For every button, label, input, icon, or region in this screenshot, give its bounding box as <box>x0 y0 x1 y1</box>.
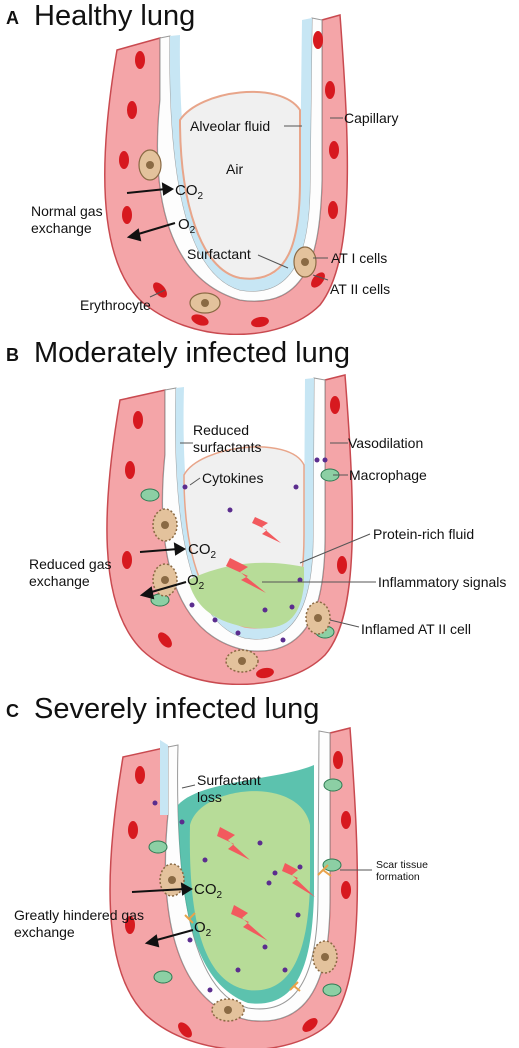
panel-letter: C <box>6 701 19 721</box>
label-air: Air <box>226 161 244 177</box>
gas-arrows <box>139 542 187 600</box>
panel-title: Severely infected lung <box>34 693 320 725</box>
label-erythrocyte: Erythrocyte <box>80 297 151 313</box>
interstitium-layer <box>165 730 331 1022</box>
label-protein-rich-fluid: Protein-rich fluid <box>373 526 475 542</box>
label-capillary: Capillary <box>344 110 399 126</box>
inflammatory-signals <box>226 517 281 593</box>
label-surfactant-loss: Surfactant loss <box>197 772 261 805</box>
label-surfactant: Surfactant <box>187 246 251 262</box>
protein-rich-fluid <box>188 562 304 629</box>
panel-letter: A <box>6 8 19 28</box>
inflammatory-signals <box>217 827 315 941</box>
gas-arrows <box>131 882 194 948</box>
co2-label: CO2 <box>188 541 217 561</box>
healthy-lung-illustration <box>104 14 349 335</box>
label-greatly-hindered-gas-exchange: Greatly hindered gas exchange <box>14 907 144 940</box>
co2-label: CO2 <box>194 881 223 901</box>
label-scar-tissue-formation: Scar tissue formation <box>376 859 428 883</box>
label-cytokines: Cytokines <box>202 470 264 486</box>
label-normal-gas-exchange: Normal gas exchange <box>31 203 103 236</box>
o2-label: O2 <box>178 216 196 236</box>
label-inflammatory-signals: Inflammatory signals <box>378 574 507 590</box>
severely-infected-lung-illustration <box>109 727 372 1048</box>
surfactant-remnant <box>160 740 168 815</box>
gas-arrows <box>126 182 176 242</box>
edema-fluid <box>189 791 310 991</box>
panel-healthy-lung: A Healthy lung Alveolar fluid Capillary … <box>0 0 519 335</box>
erythrocytes <box>122 396 347 679</box>
panel-title: Healthy lung <box>34 0 196 32</box>
panel-severely-infected-lung: C Severely infected lung Surfactant loss… <box>0 685 519 1048</box>
moderately-infected-lung-illustration <box>106 374 376 685</box>
co2-label: CO2 <box>175 182 204 202</box>
label-alveolar-fluid: Alveolar fluid <box>190 118 271 134</box>
panel-letter: B <box>6 345 19 365</box>
panel-moderately-infected-lung: B Moderately infected lung Reduced surfa… <box>0 335 519 685</box>
label-inflamed-at2-cell: Inflamed AT II cell <box>361 621 471 637</box>
o2-label: O2 <box>187 572 205 592</box>
scar-tissue <box>184 864 332 992</box>
label-at2-cells: AT II cells <box>330 281 391 297</box>
erythrocytes <box>119 31 339 328</box>
air-space <box>178 90 301 280</box>
cytokines <box>152 800 303 993</box>
panel-title: Moderately infected lung <box>34 337 350 369</box>
label-reduced-gas-exchange: Reduced gas exchange <box>29 556 112 589</box>
label-reduced-surfactants: Reduced surfactants <box>193 422 262 455</box>
macrophages <box>148 778 343 997</box>
label-macrophage: Macrophage <box>349 467 427 483</box>
label-at1-cells: AT I cells <box>331 250 388 266</box>
label-vasodilation: Vasodilation <box>348 435 424 451</box>
erythrocytes <box>125 751 351 1038</box>
o2-label: O2 <box>194 919 212 939</box>
cytokines <box>182 457 328 643</box>
